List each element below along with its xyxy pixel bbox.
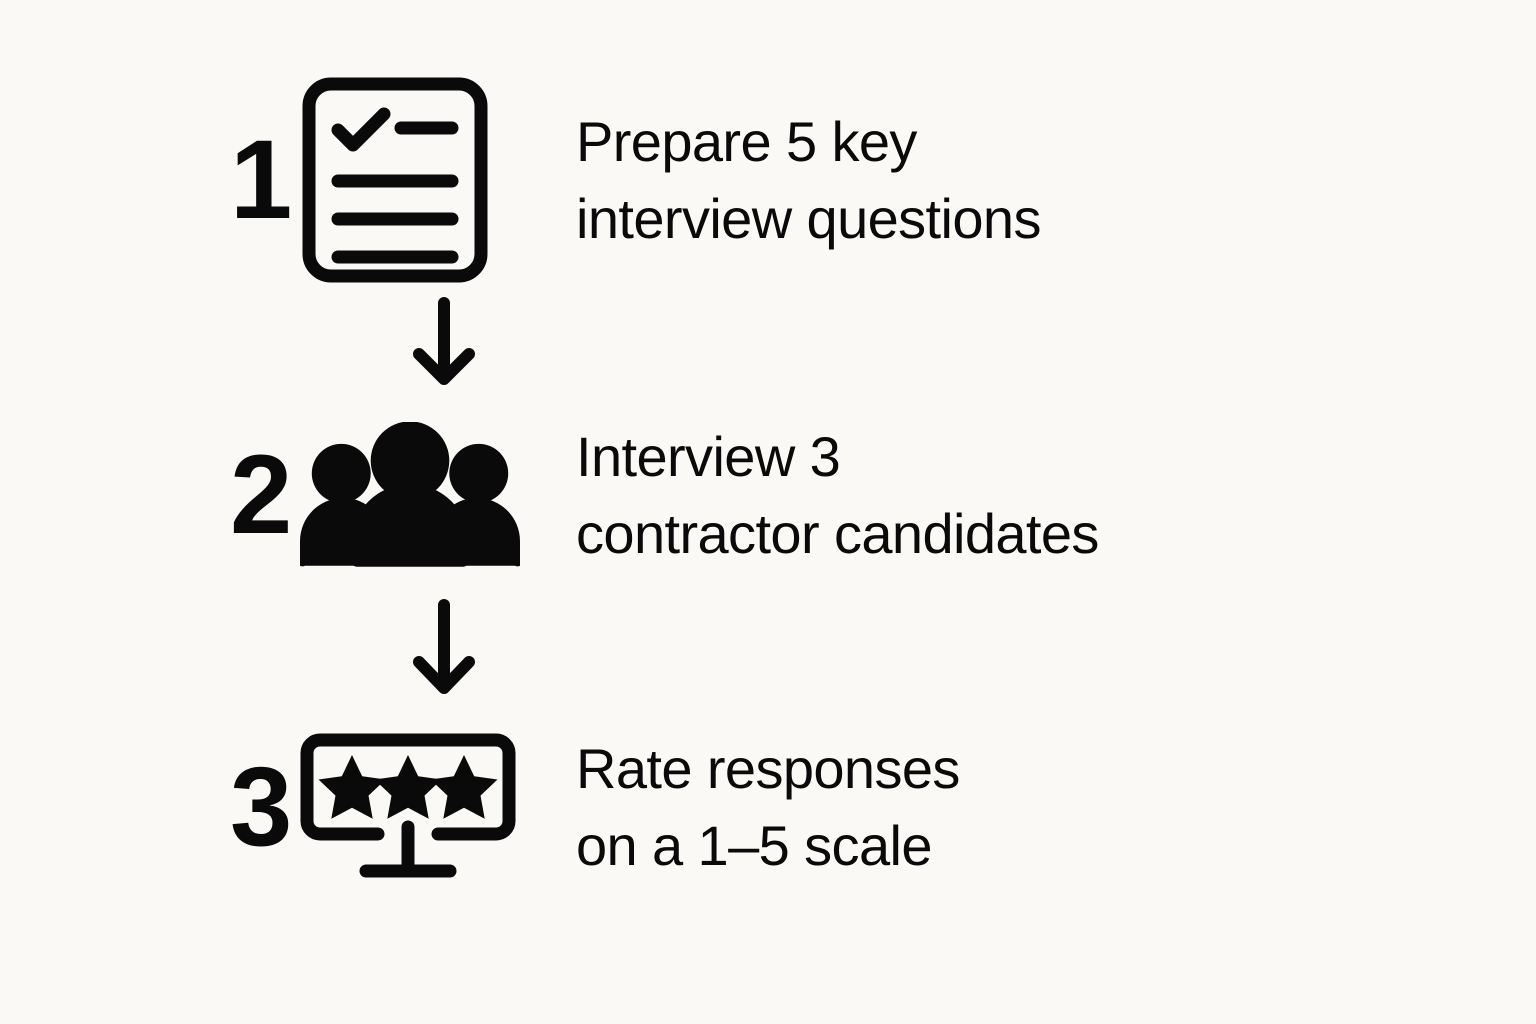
step-number-3: 3: [230, 744, 292, 870]
step-number-1: 1: [230, 117, 292, 242]
star-rating-screen-icon: [300, 733, 520, 881]
arrow-down-icon-2: [408, 598, 480, 698]
step-text-3-line-1: Rate responses: [576, 737, 960, 800]
step-row-2: 2 Interview 3 contractor candidates: [230, 418, 1099, 573]
step-text-3-line-2: on a 1–5 scale: [576, 814, 932, 878]
arrow-down-icon-1: [408, 296, 480, 388]
people-group-icon: [300, 422, 520, 568]
step-text-1: Prepare 5 key interview questions: [576, 103, 1041, 258]
step-text-1-line-2: interview questions: [576, 187, 1041, 250]
checklist-icon: [300, 75, 520, 285]
step-row-1: 1 Prepare 5 key interview questions: [230, 75, 1041, 285]
step-text-1-line-1: Prepare 5 key: [576, 109, 917, 173]
step-row-3: 3 Rate responses on a 1–5 scale: [230, 730, 960, 885]
step-text-3: Rate responses on a 1–5 scale: [576, 730, 960, 885]
step-number-2: 2: [230, 432, 292, 558]
step-text-2: Interview 3 contractor candidates: [576, 418, 1099, 573]
step-text-2-line-2: contractor candidates: [576, 502, 1099, 566]
step-text-2-line-1: Interview 3: [576, 425, 841, 488]
